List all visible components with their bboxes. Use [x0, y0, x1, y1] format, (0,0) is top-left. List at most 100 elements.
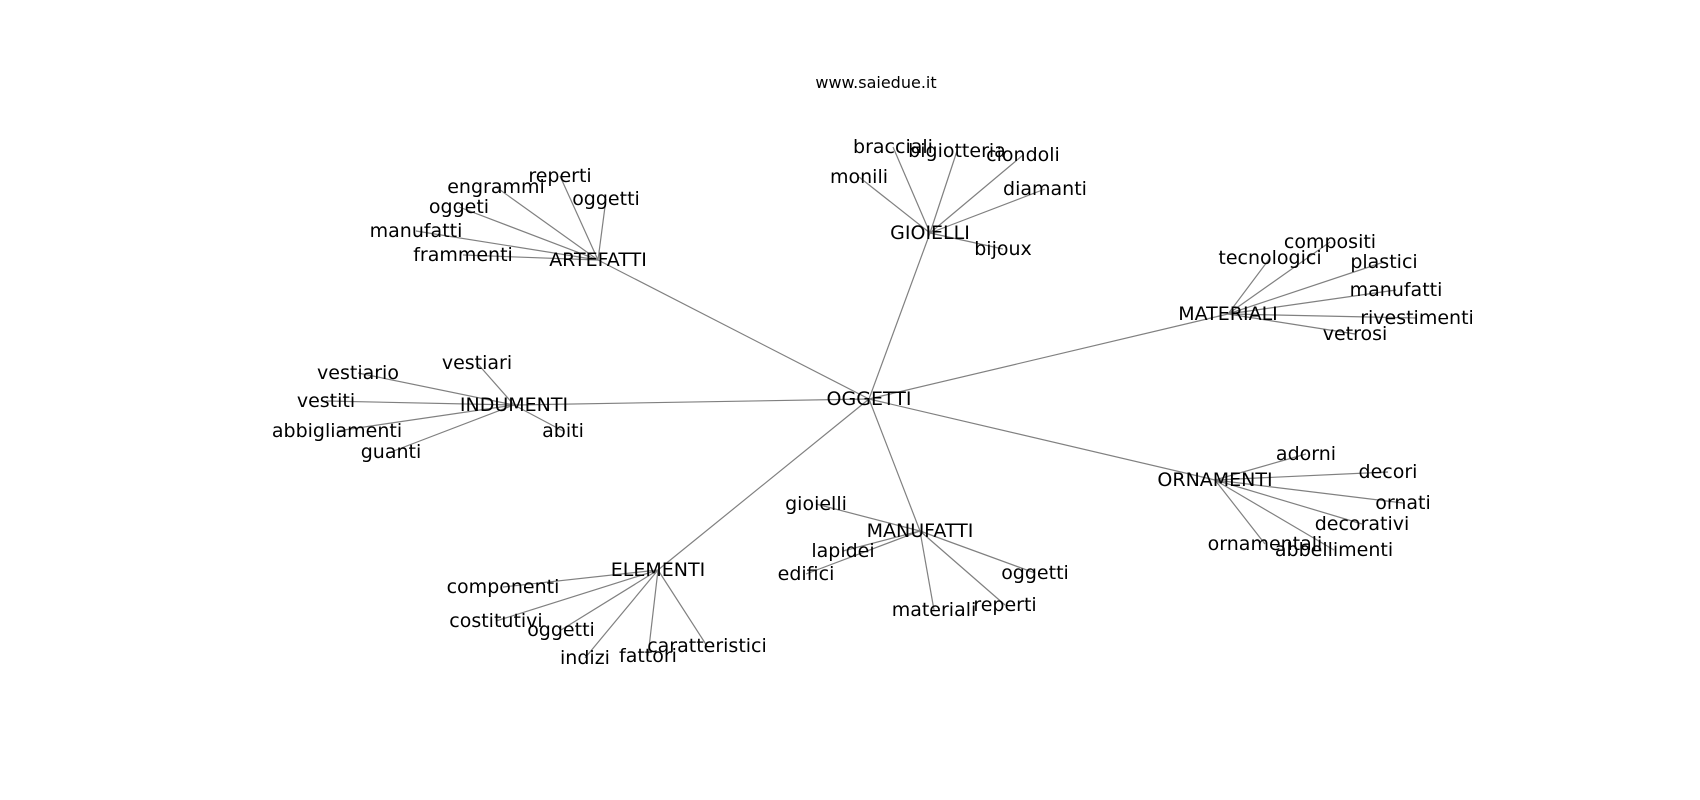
- edge-materiali-plastici: [1227, 261, 1385, 315]
- node-leaf-decorativi: decorativi: [1315, 513, 1410, 535]
- node-group-indumenti: INDUMENTI: [460, 394, 568, 416]
- node-leaf-vestiti: vestiti: [297, 390, 355, 412]
- node-group-artefatti: ARTEFATTI: [549, 249, 647, 271]
- node-leaf-vetrosi: vetrosi: [1323, 323, 1388, 345]
- edge-gioielli-monili: [858, 176, 931, 234]
- node-group-materiali: MATERIALI: [1178, 303, 1278, 325]
- node-leaf-gioielli: gioielli: [785, 493, 847, 515]
- edge-elementi-oggetti: [560, 569, 659, 631]
- node-leaf-bigiotteria: bigiotteria: [908, 140, 1006, 162]
- edge-manufatti-oggetti: [919, 530, 1036, 574]
- edge-artefatti-oggetti: [597, 198, 607, 261]
- site-label: www.saiedue.it: [815, 73, 936, 92]
- node-leaf-reperti: reperti: [528, 165, 591, 187]
- node-leaf-edifici: edifici: [778, 563, 835, 585]
- labels: OGGETTI GIOIELLI braccialibigiotteriaciond…: [272, 136, 1474, 669]
- edge-indumenti-vestiti: [325, 400, 515, 406]
- edge-materiali-vetrosi: [1227, 313, 1356, 335]
- edge-ornamenti-decori: [1214, 471, 1389, 481]
- edge-indumenti-guanti: [390, 404, 515, 453]
- edge-artefatti-oggeti: [458, 206, 599, 261]
- edges: [325, 146, 1418, 659]
- node-leaf-bijoux: bijoux: [974, 238, 1032, 260]
- node-root: OGGETTI: [827, 388, 912, 410]
- edge-root-elementi: [657, 398, 870, 571]
- edge-root-gioielli: [868, 232, 931, 400]
- edge-materiali-compositi: [1227, 241, 1331, 315]
- node-leaf-vestiario: vestiario: [317, 362, 399, 384]
- node-leaf-rivestimenti: rivestimenti: [1360, 307, 1474, 329]
- node-leaf-diamanti: diamanti: [1003, 178, 1087, 200]
- node-leaf-ornamentali: ornamentali: [1208, 533, 1323, 555]
- node-group-elementi: ELEMENTI: [611, 559, 705, 581]
- node-leaf-vestiari: vestiari: [442, 352, 512, 374]
- edge-artefatti-manufatti: [415, 230, 599, 261]
- node-leaf-ornati: ornati: [1375, 492, 1431, 514]
- node-leaf-manufatti: manufatti: [1350, 279, 1443, 301]
- edge-gioielli-diamanti: [929, 188, 1046, 234]
- edge-indumenti-abiti: [513, 404, 564, 432]
- node-leaf-oggetti: oggetti: [527, 619, 595, 641]
- edge-elementi-componenti: [502, 569, 659, 588]
- node-leaf-adorni: adorni: [1276, 443, 1336, 465]
- edge-ornamenti-ornati: [1214, 479, 1404, 504]
- edge-artefatti-frammenti: [462, 254, 599, 261]
- node-leaf-fattori: fattori: [619, 645, 677, 667]
- edge-root-artefatti: [597, 259, 870, 400]
- node-leaf-abiti: abiti: [542, 420, 584, 442]
- node-group-manufatti: MANUFATTI: [867, 520, 974, 542]
- node-leaf-frammenti: frammenti: [413, 244, 513, 266]
- node-leaf-monili: monili: [830, 166, 888, 188]
- edge-root-indumenti: [513, 398, 870, 406]
- node-leaf-lapidei: lapidei: [811, 540, 874, 562]
- edge-manufatti-gioielli: [815, 503, 921, 532]
- edge-root-ornamenti: [868, 398, 1216, 481]
- edge-elementi-costitutivi: [495, 569, 659, 622]
- edge-ornamenti-decorativi: [1214, 479, 1363, 525]
- node-leaf-ciondoli: ciondoli: [986, 144, 1060, 166]
- edge-manufatti-edifici: [805, 530, 921, 575]
- node-group-ornamenti: ORNAMENTI: [1157, 469, 1272, 491]
- edge-materiali-manufatti: [1227, 289, 1397, 315]
- edge-indumenti-vestiari: [476, 362, 515, 406]
- edge-materiali-tecnologici: [1227, 257, 1271, 315]
- node-leaf-componenti: componenti: [447, 576, 560, 598]
- node-leaf-abbigliamenti: abbigliamenti: [272, 420, 402, 442]
- edge-manufatti-materiali: [919, 530, 935, 611]
- edge-elementi-fattori: [647, 569, 659, 657]
- node-group-gioielli: GIOIELLI: [890, 222, 970, 244]
- edge-manufatti-reperti: [919, 530, 1006, 606]
- edge-gioielli-bijoux: [929, 232, 1004, 250]
- node-leaf-tecnologici: tecnologici: [1218, 247, 1321, 269]
- edge-ornamenti-ornamentali: [1214, 479, 1266, 545]
- node-leaf-decori: decori: [1359, 461, 1418, 483]
- edge-elementi-caratteristici: [657, 569, 708, 647]
- edge-artefatti-reperti: [559, 175, 599, 261]
- edge-indumenti-abbigliamenti: [336, 404, 515, 432]
- edge-elementi-indizi: [584, 569, 659, 659]
- node-leaf-compositi: compositi: [1284, 231, 1376, 253]
- edge-root-materiali: [868, 313, 1229, 400]
- edge-gioielli-ciondoli: [929, 154, 1024, 234]
- node-leaf-caratteristici: caratteristici: [647, 635, 767, 657]
- node-leaf-indizi: indizi: [560, 647, 610, 669]
- edge-ornamenti-adorni: [1214, 453, 1307, 481]
- node-leaf-oggetti: oggetti: [1001, 562, 1069, 584]
- edge-gioielli-bigiotteria: [929, 150, 958, 234]
- node-leaf-plastici: plastici: [1350, 251, 1417, 273]
- node-leaf-engrammi: engrammi: [447, 176, 545, 198]
- node-leaf-guanti: guanti: [361, 441, 422, 463]
- node-leaf-reperti: reperti: [973, 594, 1036, 616]
- node-leaf-bracciali: bracciali: [853, 136, 933, 158]
- edge-materiali-rivestimenti: [1227, 313, 1418, 319]
- edge-manufatti-lapidei: [842, 530, 921, 552]
- node-leaf-manufatti: manufatti: [370, 220, 463, 242]
- node-leaf-materiali: materiali: [892, 599, 977, 621]
- node-leaf-oggetti: oggetti: [572, 188, 640, 210]
- edge-ornamenti-abbellimenti: [1214, 479, 1335, 551]
- edge-root-manufatti: [868, 398, 921, 532]
- edge-artefatti-engrammi: [495, 186, 599, 261]
- node-leaf-abbellimenti: abbellimenti: [1275, 539, 1393, 561]
- edge-gioielli-bracciali: [892, 146, 931, 234]
